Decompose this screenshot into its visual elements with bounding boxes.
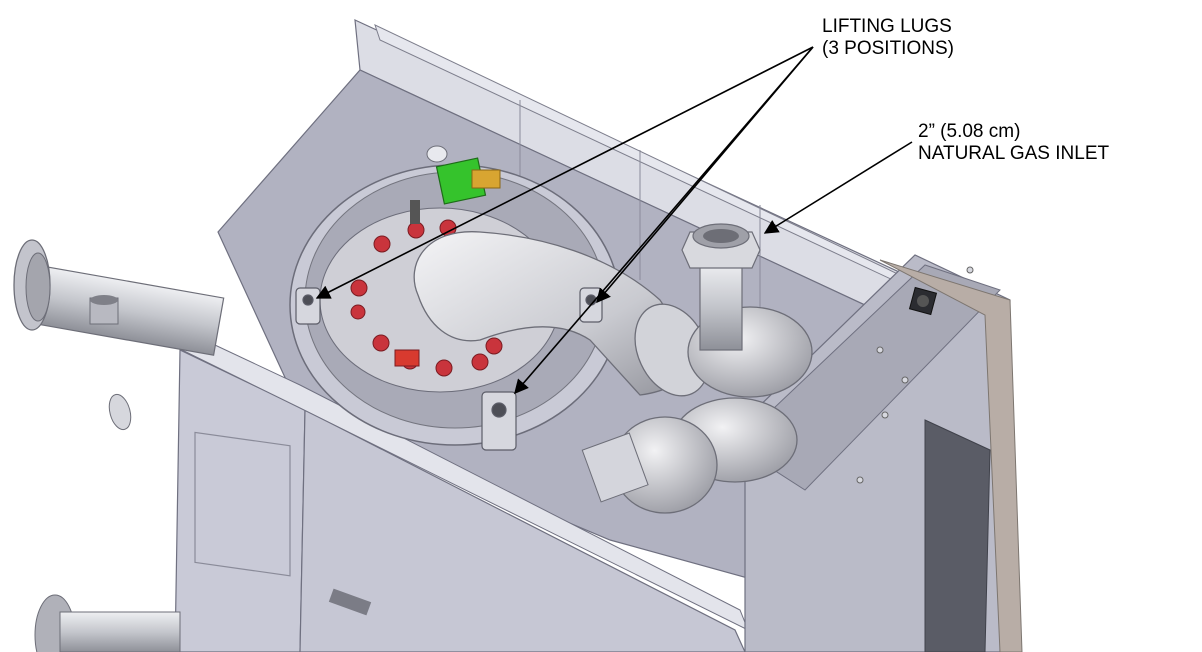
control-panel (734, 254, 1023, 652)
lifting-lugs-label: LIFTING LUGS (3 POSITIONS) (822, 16, 954, 60)
gas-inlet-label: 2” (5.08 cm) NATURAL GAS INLET (918, 121, 1109, 165)
lifting-lug-front (481, 391, 517, 451)
gas-inlet-label-line2: NATURAL GAS INLET (918, 143, 1110, 164)
gas-inlet-label-line1: 2” (5.08 cm) (918, 121, 1021, 142)
lifting-lug-left (295, 287, 321, 325)
lifting-lugs-callout-arrows (315, 46, 814, 395)
arrow-gas-inlet (763, 141, 913, 234)
burner-bolts (350, 219, 503, 377)
lifting-lugs-label-line2: (3 POSITIONS) (822, 38, 954, 59)
arrow-lug-left (315, 46, 814, 299)
arrow-lug-front (514, 46, 814, 395)
cabinet-front-housing (174, 337, 749, 652)
lifting-lugs-label-line1: LIFTING LUGS (822, 16, 952, 37)
flanged-outlet-pipe (13, 239, 225, 652)
gas-valve (410, 145, 501, 224)
gas-inlet-callout-arrow (763, 141, 913, 234)
gas-inlet-pipe (681, 223, 761, 351)
